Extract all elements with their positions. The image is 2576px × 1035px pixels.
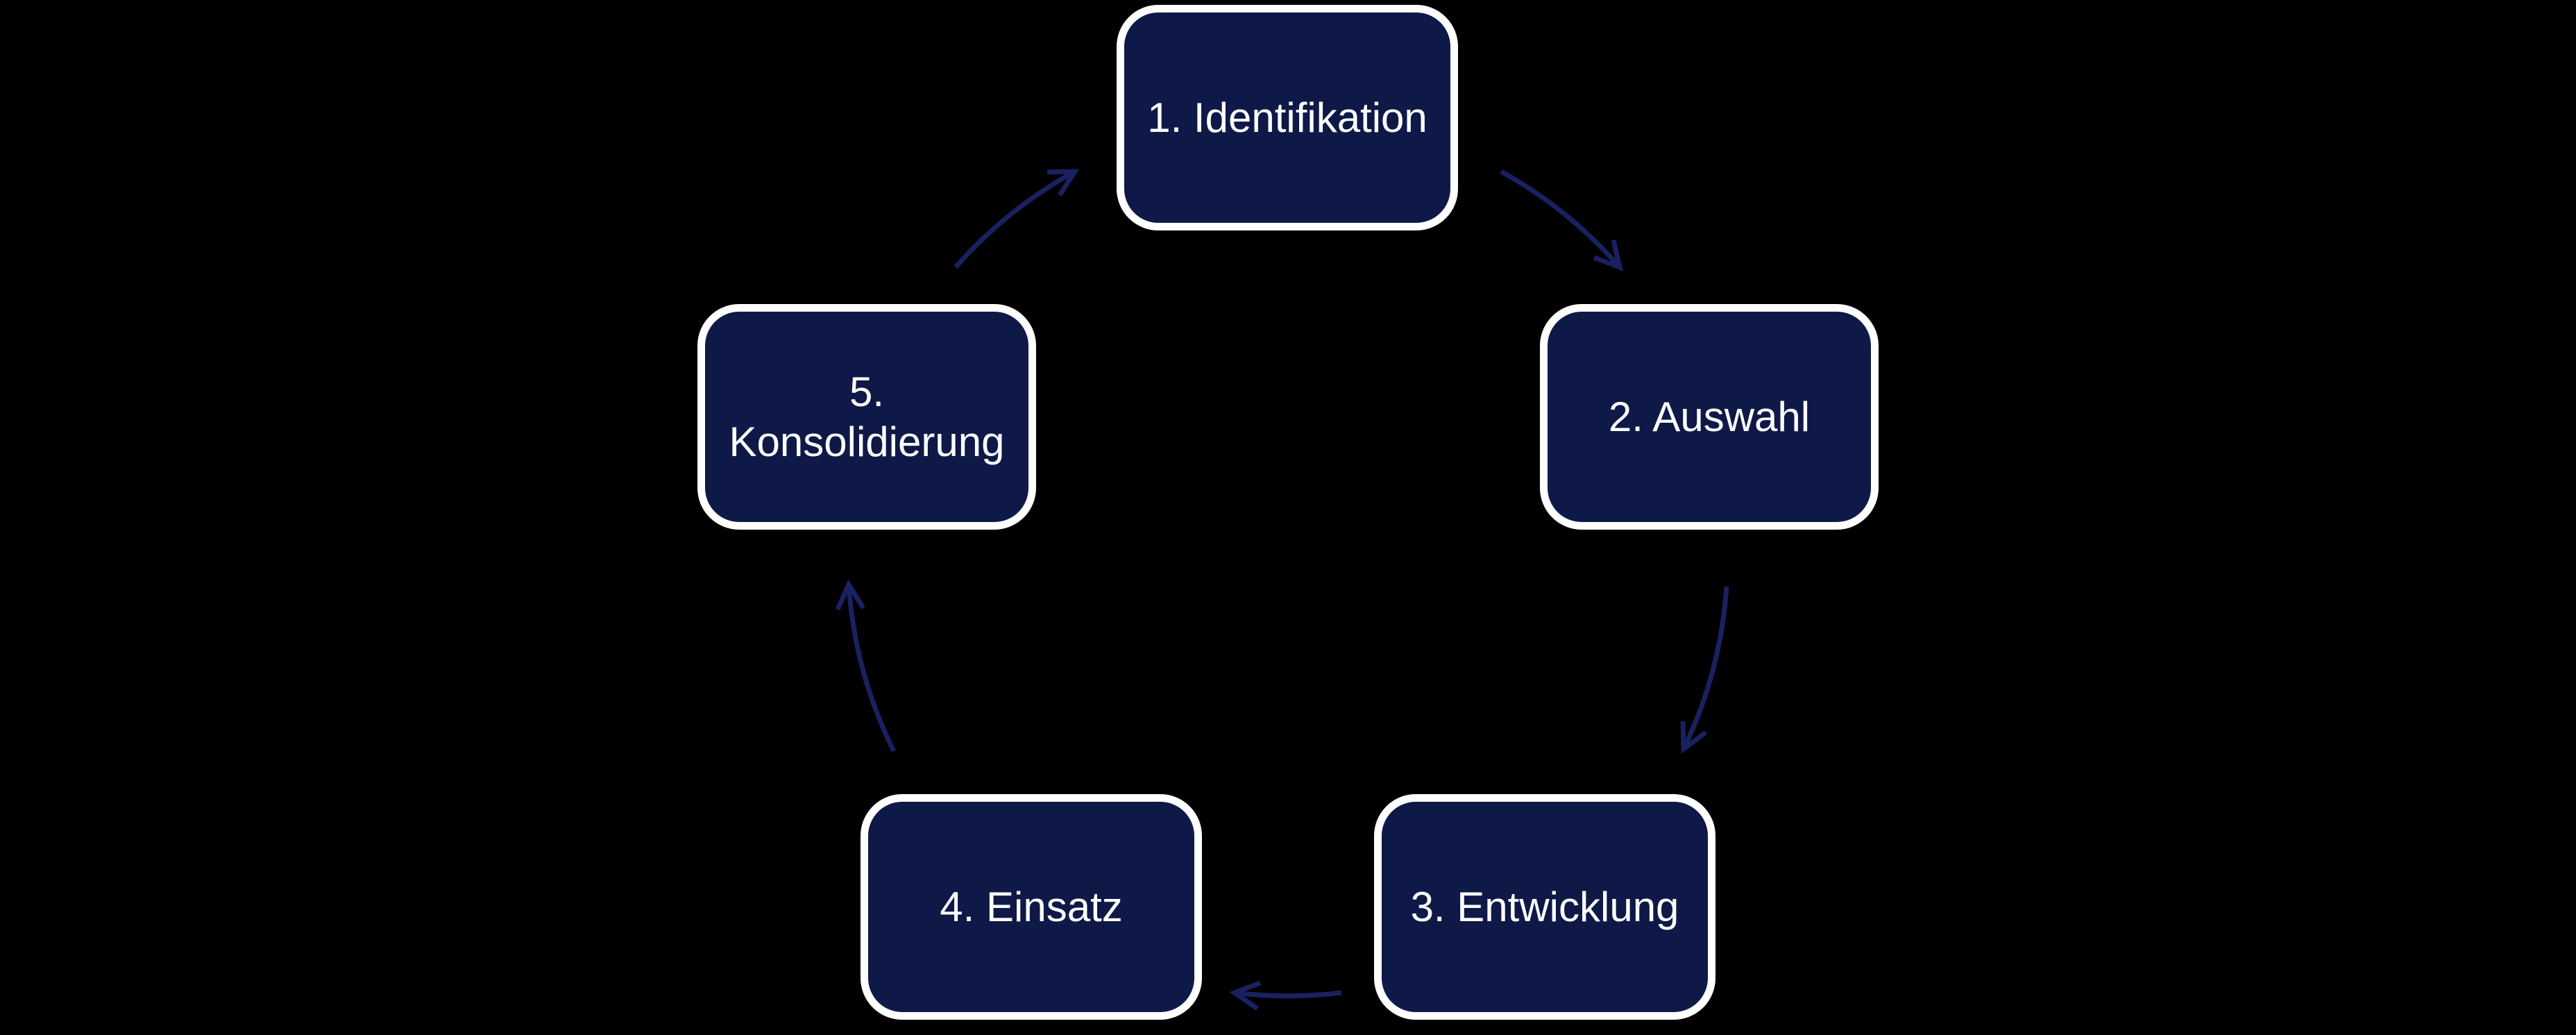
arrow-4-to-5 — [835, 579, 897, 752]
arrow-4-to-5-line — [846, 584, 897, 752]
node-entwicklung-label: 3. Entwicklung — [1410, 883, 1679, 930]
node-auswahl: 2. Auswahl — [1540, 304, 1879, 530]
arrow-1-to-2-head — [1593, 239, 1623, 271]
arrow-2-to-3-head — [1680, 721, 1708, 754]
arrow-1-to-2-line — [1500, 169, 1622, 269]
arrow-3-to-4-head — [1229, 980, 1262, 1011]
arrow-5-to-1-head — [1046, 169, 1080, 196]
node-identifikation: 1. Identifikation — [1117, 5, 1458, 230]
arrow-1-to-2 — [1500, 169, 1623, 271]
node-identifikation-label: 1. Identifikation — [1147, 94, 1427, 141]
node-konsolidierung: 5. Konsolidierung — [697, 304, 1036, 530]
node-auswahl-label: 2. Auswahl — [1608, 393, 1811, 440]
arrow-2-to-3-line — [1681, 586, 1729, 750]
node-einsatz: 4. Einsatz — [861, 794, 1202, 1020]
node-einsatz-label: 4. Einsatz — [940, 883, 1123, 930]
arrow-5-to-1 — [954, 169, 1080, 269]
arrow-3-to-4-line — [1234, 990, 1342, 999]
arrow-3-to-4 — [1229, 980, 1342, 1011]
node-konsolidierung-label: 5. Konsolidierung — [729, 368, 1005, 465]
arrow-4-to-5-head — [835, 579, 865, 611]
arrow-2-to-3 — [1680, 586, 1729, 754]
node-entwicklung: 3. Entwicklung — [1374, 794, 1715, 1020]
arrow-5-to-1-line — [954, 169, 1076, 269]
